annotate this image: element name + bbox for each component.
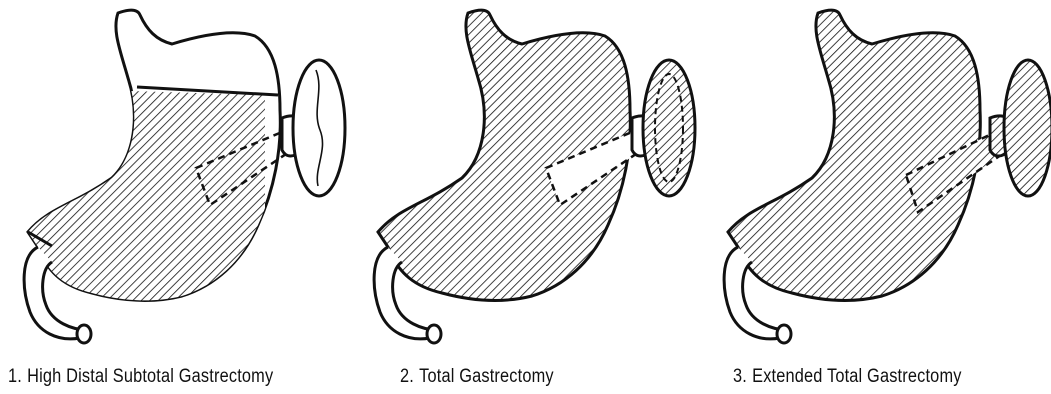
figure-caption: 1.High Distal Subtotal Gastrectomy xyxy=(8,366,273,388)
duodenum-opening xyxy=(427,325,441,343)
figure-panel-2: 2.Total Gastrectomy xyxy=(350,0,700,394)
figure-caption: 2.Total Gastrectomy xyxy=(400,366,554,388)
figure-number: 1. xyxy=(8,366,22,387)
figure-number: 3. xyxy=(733,366,747,387)
stomach-diagram-subtotal xyxy=(0,0,350,350)
figure-panel-3: 3.Extended Total Gastrectomy xyxy=(700,0,1050,394)
figure-title: High Distal Subtotal Gastrectomy xyxy=(27,366,273,387)
figure-caption: 3.Extended Total Gastrectomy xyxy=(733,366,962,388)
figure-title: Extended Total Gastrectomy xyxy=(752,366,961,387)
figure-panel-1: 1.High Distal Subtotal Gastrectomy xyxy=(0,0,350,394)
stomach-diagram-total xyxy=(350,0,700,350)
figure-title: Total Gastrectomy xyxy=(419,366,554,387)
duodenum-opening xyxy=(77,325,91,343)
stomach-diagram-extended xyxy=(700,0,1050,350)
duodenum-opening xyxy=(777,325,791,343)
resected-stomach xyxy=(728,10,980,300)
figure-number: 2. xyxy=(400,366,414,387)
spleen xyxy=(1004,60,1051,196)
spleen xyxy=(643,60,695,196)
